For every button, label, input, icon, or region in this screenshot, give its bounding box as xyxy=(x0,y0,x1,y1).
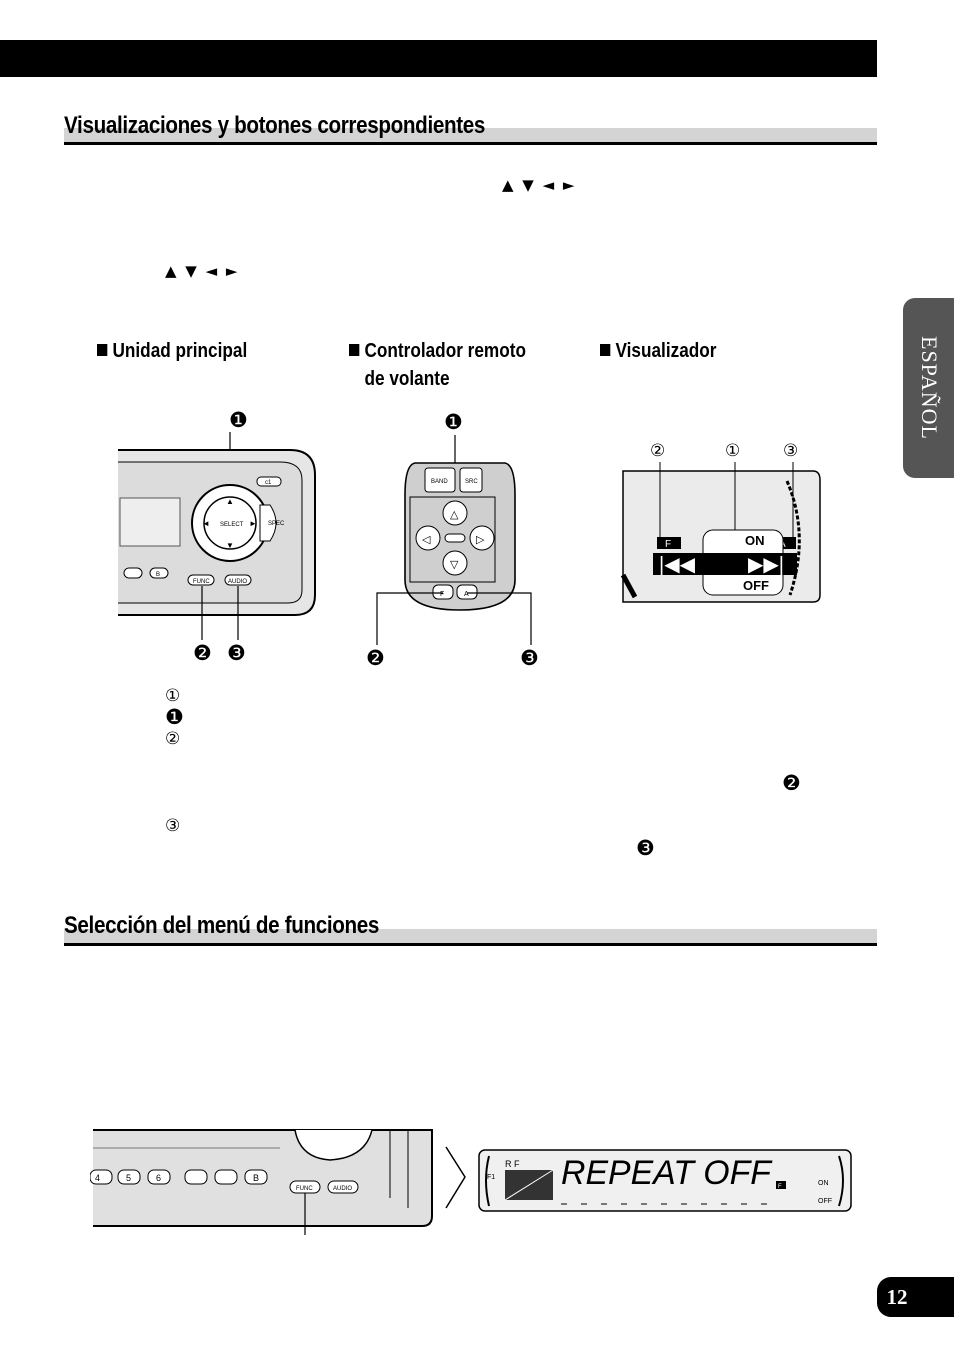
lcd-display-illustration: F1 R F REPEAT OFF F ON OFF xyxy=(478,1149,852,1212)
select-button-label: SELECT xyxy=(220,522,244,528)
svg-text:BAND: BAND xyxy=(431,479,448,485)
svg-text:R F: R F xyxy=(505,1159,520,1169)
svg-text:◄: ◄ xyxy=(202,519,210,528)
remote-illustration: ❶ BAND SRC △ ◁ ▷ ▽ F A ❷ ❸ xyxy=(366,411,539,670)
svg-text:AUDIO: AUDIO xyxy=(333,1186,352,1192)
svg-text:A: A xyxy=(464,591,469,598)
svg-text:SRC: SRC xyxy=(465,479,478,485)
svg-text:ON: ON xyxy=(745,533,765,548)
svg-text:▷: ▷ xyxy=(476,534,485,546)
callout-2: ❷ xyxy=(193,642,212,665)
heading-main-unit: Unidad principal xyxy=(97,337,247,365)
header-bar xyxy=(0,40,877,77)
remote-callout-2: ❷ xyxy=(366,647,385,670)
svg-text:SPEC: SPEC xyxy=(268,521,285,527)
lcd-main-text: REPEAT OFF xyxy=(561,1154,773,1192)
audio-button-label: AUDIO xyxy=(228,579,247,585)
language-tab xyxy=(903,298,954,478)
heading-display: Visualizador xyxy=(600,337,716,365)
head-unit-panel-illustration: 4 5 6 B FUNC AUDIO xyxy=(90,1129,433,1235)
svg-text:▲: ▲ xyxy=(226,497,234,506)
page-number-box xyxy=(877,1277,954,1317)
svg-text:OFF: OFF xyxy=(743,578,769,593)
svg-text:F: F xyxy=(440,591,444,598)
remote-callout-1: ❶ xyxy=(444,411,463,434)
section-title-underline xyxy=(64,128,877,145)
svg-text:F: F xyxy=(665,539,671,550)
svg-text:B: B xyxy=(253,1173,259,1183)
arrow-keys-symbols: ▲ ▼ ◄ ► xyxy=(165,262,240,280)
svg-text:FUNC: FUNC xyxy=(296,1186,313,1192)
svg-text:③: ③ xyxy=(783,441,798,460)
arrow-right-icon xyxy=(445,1146,466,1209)
svg-text:6: 6 xyxy=(156,1173,161,1183)
language-tab-label: ESPAÑOL xyxy=(916,336,942,440)
section-title-displays: Visualizaciones y botones correspondient… xyxy=(64,112,486,139)
svg-text:5: 5 xyxy=(126,1173,131,1183)
legend-marker-1-filled: ❶ xyxy=(165,705,184,729)
svg-text:①: ① xyxy=(725,441,740,460)
svg-text:F1: F1 xyxy=(487,1174,495,1181)
callout-3: ❸ xyxy=(227,642,246,665)
legend-ref-3: ❸ xyxy=(636,836,655,860)
legend-ref-2: ❷ xyxy=(782,771,801,795)
remote-callout-3: ❸ xyxy=(520,647,539,670)
legend-marker-2: ② xyxy=(165,729,181,749)
svg-text:◁: ◁ xyxy=(422,534,431,546)
svg-text:▽: ▽ xyxy=(450,559,459,571)
svg-text:△: △ xyxy=(450,509,459,521)
main-unit-illustration: ❶ SELECT ▲ ▼ ◄ ► c1 SPEC B FUNC AUDIO ❷ … xyxy=(118,409,316,665)
svg-text:B: B xyxy=(156,572,160,578)
func-button-label: FUNC xyxy=(193,579,210,585)
svg-text:OFF: OFF xyxy=(818,1198,832,1205)
page-number: 12 xyxy=(886,1284,908,1309)
svg-text:4: 4 xyxy=(95,1173,100,1183)
svg-text:►: ► xyxy=(249,519,257,528)
arrow-keys-symbols: ▲ ▼ ◄ ► xyxy=(502,176,577,194)
legend-marker-3: ③ xyxy=(165,816,181,836)
legend-marker-1: ① xyxy=(165,686,181,706)
callout-1: ❶ xyxy=(229,409,248,432)
svg-text:▼: ▼ xyxy=(226,541,234,550)
svg-text:▶▶|: ▶▶| xyxy=(748,554,784,576)
section-title-underline xyxy=(64,929,877,946)
svg-text:②: ② xyxy=(650,441,665,460)
svg-text:c1: c1 xyxy=(265,480,272,486)
section-title-function-menu: Selección del menú de funciones xyxy=(64,912,380,939)
display-illustration: ② ① ③ F A ON OFF |◀◀ ▶▶| xyxy=(620,441,821,603)
svg-text:|◀◀: |◀◀ xyxy=(659,554,696,576)
svg-text:ON: ON xyxy=(818,1180,829,1187)
svg-text:F: F xyxy=(778,1184,782,1190)
